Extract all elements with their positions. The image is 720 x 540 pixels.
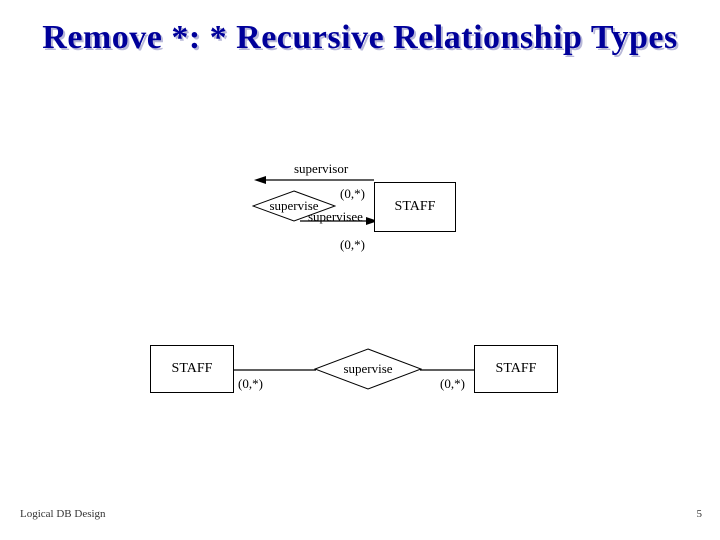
connector-bottom-left [234,368,316,372]
cardinality-bottom-left: (0,*) [238,376,263,391]
relationship-label-bottom: supervise [343,361,393,376]
connector-top-supervisee [300,214,380,228]
cardinality-top-upper: (0,*) [340,186,365,201]
connector-bottom-right [420,368,476,372]
connector-top-supervisor [246,174,376,210]
relationship-label-top: supervise [269,198,319,213]
slide-number: 5 [696,508,703,520]
entity-staff-right-label: STAFF [495,361,537,376]
relationship-diamond-supervise-bottom: supervise [314,348,422,390]
entity-staff-top: STAFF [374,182,456,232]
entity-staff-right: STAFF [474,345,558,393]
page-title: Remove *: * Recursive Relationship Types [42,19,678,56]
role-label-supervisee: supervisee [308,209,363,224]
role-label-supervisor: supervisor [294,161,349,176]
cardinality-top-lower: (0,*) [340,237,365,252]
entity-staff-left-label: STAFF [171,361,213,376]
footer-left-text: Logical DB Design [20,508,106,520]
entity-staff-left: STAFF [150,345,234,393]
entity-staff-top-label: STAFF [394,199,436,214]
cardinality-bottom-right: (0,*) [440,376,465,391]
relationship-diamond-supervise-top: supervise [252,190,336,222]
